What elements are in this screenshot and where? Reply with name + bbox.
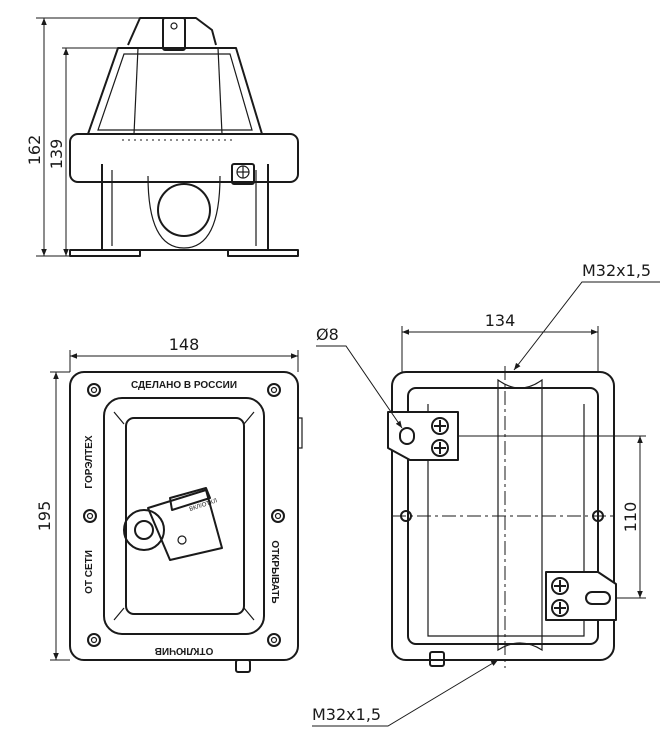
front-gland xyxy=(235,659,251,673)
front-cover xyxy=(125,417,245,615)
leader-thread-top xyxy=(513,281,660,371)
label-disconnect: ОТКЛЮЧИВ xyxy=(155,645,214,656)
dim-195: 195 xyxy=(35,501,54,532)
dim-148: 148 xyxy=(169,335,200,354)
side-view: 162 139 xyxy=(25,17,299,257)
thread-bottom: M32x1,5 xyxy=(312,705,381,724)
back-view: 134 110 Ø8 M32x1,5 M32x1,5 xyxy=(312,261,660,727)
cable-entry xyxy=(157,183,211,237)
handle-lever xyxy=(162,17,186,51)
back-rib xyxy=(497,378,543,652)
label-from-network: ОТ СЕТИ xyxy=(84,550,95,594)
label-open: ОТКРЫВАТЬ xyxy=(269,540,280,603)
label-brand: ГОРЭЛТЕХ xyxy=(84,435,95,489)
dim-110: 110 xyxy=(621,502,640,533)
switch-handle: ВКЛ/ОТКЛ xyxy=(123,487,223,561)
lower-body xyxy=(101,164,269,251)
front-frame xyxy=(103,397,265,635)
dim-139: 139 xyxy=(47,139,66,170)
dim-162: 162 xyxy=(25,135,44,166)
bracket-top xyxy=(387,411,459,461)
handle-screw xyxy=(170,22,178,30)
body-flange xyxy=(69,133,299,183)
front-view: ВКЛ/ОТКЛ СДЕЛАНО В РОССИИ ГОРЭЛТЕХ ОТ СЕ… xyxy=(35,335,303,673)
handle-top xyxy=(127,17,217,46)
dim-134: 134 xyxy=(485,311,516,330)
corner-screws xyxy=(83,383,285,647)
hinge xyxy=(297,417,303,449)
earth-terminal xyxy=(231,163,255,185)
bracket-bottom xyxy=(545,571,617,621)
dim-diameter: Ø8 xyxy=(316,325,339,344)
handle-plate xyxy=(147,489,223,561)
thread-top: M32x1,5 xyxy=(582,261,651,280)
foot-right xyxy=(227,249,299,257)
lid-inner xyxy=(97,53,253,131)
label-made-in: СДЕЛАНО В РОССИИ xyxy=(131,380,237,391)
foot-left xyxy=(69,249,141,257)
leader-thread-bottom xyxy=(312,659,499,727)
front-outer xyxy=(69,371,299,661)
back-gland xyxy=(429,651,445,667)
lid xyxy=(87,47,263,135)
leader-diameter xyxy=(316,345,403,429)
